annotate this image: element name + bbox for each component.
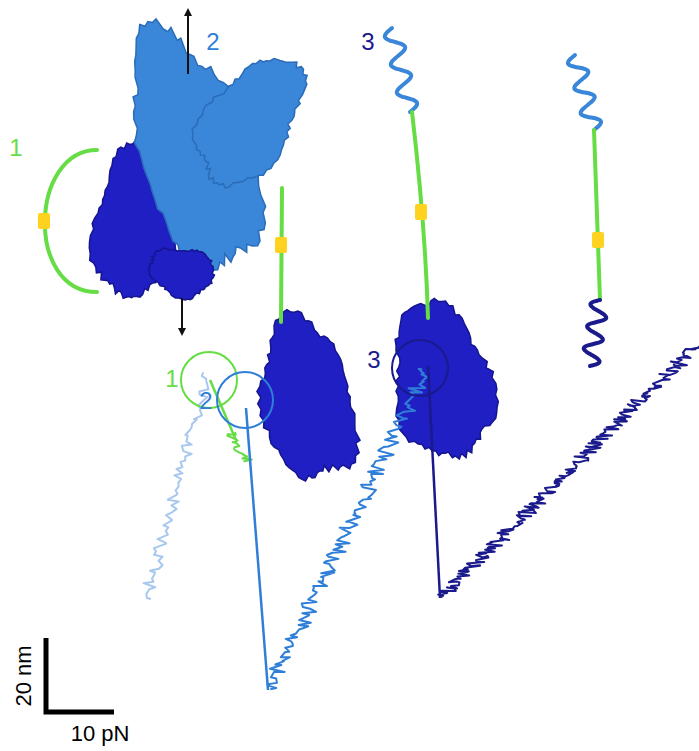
linker-marker xyxy=(38,213,50,229)
protein-structures xyxy=(89,12,498,481)
linkers xyxy=(38,28,606,366)
linker-line xyxy=(281,188,282,322)
linker-line xyxy=(594,130,600,300)
linker-marker xyxy=(415,204,427,220)
force-trace xyxy=(267,369,427,689)
rupture-drop xyxy=(246,408,268,690)
callout-number: 2 xyxy=(199,389,212,413)
linker-line xyxy=(412,112,428,318)
force-traces xyxy=(144,340,699,690)
scale-force: 10 pN xyxy=(71,723,130,745)
scale-bar-line xyxy=(46,638,114,712)
linker-line xyxy=(45,150,97,292)
pull-arrow xyxy=(187,12,189,74)
rupture-drop xyxy=(210,380,236,440)
structure-number: 3 xyxy=(361,30,374,54)
callout-number: 1 xyxy=(165,367,178,391)
pull-arrow xyxy=(181,298,183,332)
protein-blob xyxy=(149,248,215,300)
scale-length: 20 nm xyxy=(13,645,35,706)
unfolded-chain xyxy=(385,28,417,112)
unfolded-chain xyxy=(568,55,601,130)
rupture-drop xyxy=(428,366,440,598)
event-circle xyxy=(392,340,448,396)
force-trace xyxy=(438,346,699,597)
linker-marker xyxy=(275,237,287,253)
protein-blob xyxy=(192,59,307,188)
callout-number: 3 xyxy=(367,348,380,372)
linker-marker xyxy=(592,232,604,248)
unfolded-chain xyxy=(584,300,607,366)
event-circle xyxy=(217,372,273,428)
scale-bar xyxy=(46,638,114,712)
structure-number: 1 xyxy=(9,136,22,160)
structure-number: 2 xyxy=(206,30,219,54)
